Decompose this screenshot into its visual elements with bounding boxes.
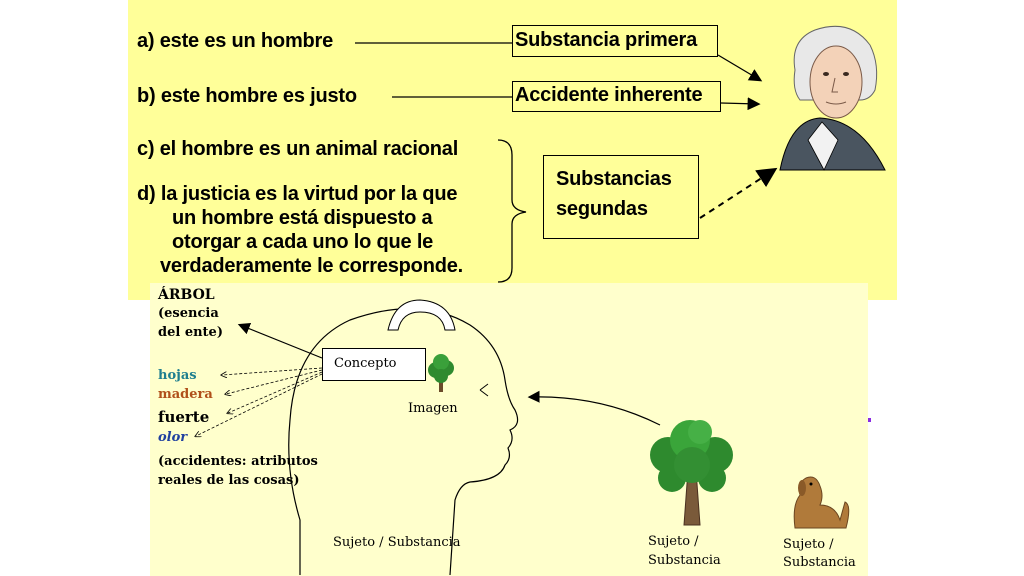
caption-dog-subject-2: Substancia [783,555,856,570]
label-accidentes-2: reales de las cosas) [158,473,300,488]
statement-d-line3: otorgar a cada uno lo que le [172,231,434,253]
label-olor: olor [158,430,188,445]
eye-mark [479,383,489,397]
bottom-panel [150,283,868,576]
statement-d-line2: un hombre está dispuesto a [172,207,433,229]
box-accidente-inherente-label: Accidente inherente [515,84,703,106]
box-substancia-primera [512,25,718,57]
caption-tree-subject-2: Substancia [648,553,721,568]
label-fuerte: fuerte [158,408,210,426]
box-accidente-inherente [512,81,721,112]
statement-d-line4: verdaderamente le corresponde. [160,255,464,277]
statement-d-line1: d) la justicia es la virtud por la que [137,183,458,205]
portrait-illustration [779,25,886,171]
arrow-to-hojas [222,367,323,375]
concept-box [322,348,426,381]
caption-dog-subject-1: Sujeto / [783,537,834,552]
label-hojas: hojas [158,368,197,383]
box-substancias-segundas-line2: segundas [556,198,648,220]
small-tree-icon [428,354,454,392]
label-esencia-1: (esencia [158,306,219,321]
label-accidentes-1: (accidentes: atributos [158,454,318,469]
image-label: Imagen [408,401,458,416]
label-arbol: ÁRBOL [158,287,215,303]
box-substancia-primera-label: Substancia primera [515,29,698,51]
head-silhouette [288,308,519,576]
label-esencia-2: del ente) [158,325,223,340]
label-madera: madera [158,387,213,402]
statement-b: b) este hombre es justo [137,85,357,107]
stray-mark [868,418,871,422]
arrow-primera-to-portrait [717,54,763,82]
arrow-to-fuerte [228,371,323,413]
arrow-segundas-to-portrait [699,167,778,219]
concept-label: Concepto [334,356,397,371]
box-substancias-segundas-line1: Substancias [556,168,672,190]
arrow-concept-to-essence [237,323,323,359]
arrow-to-olor [196,373,323,436]
arrow-tree-to-head [527,390,661,426]
statement-c: c) el hombre es un animal racional [137,138,459,160]
tree-icon [650,420,733,526]
arrow-accidente-to-portrait [720,97,761,111]
curly-brace [497,139,527,283]
dog-icon [793,476,850,529]
curved-arrow [387,299,456,331]
box-substancias-segundas [543,155,699,239]
caption-tree-subject-1: Sujeto / [648,534,699,549]
caption-head-subject: Sujeto / Substancia [333,535,461,550]
statement-a: a) este es un hombre [137,30,334,52]
arrow-to-madera [226,369,323,394]
